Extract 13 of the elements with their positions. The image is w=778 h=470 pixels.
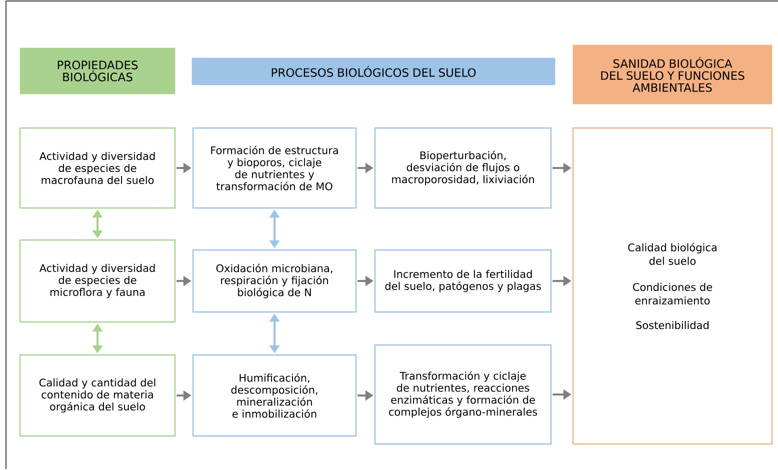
- process-box: Bioperturbación, desviación de flujos o macroporosidad, lixiviación: [374, 127, 552, 209]
- property-box: Calidad y cantidad del contenido de materia orgánica del suelo: [19, 354, 176, 437]
- header-band: PROPIEDADES BIOLÓGICAS: [20, 48, 176, 94]
- property-box: Actividad y diversidad de especies de macrofauna del suelo: [19, 127, 176, 209]
- process-box: Formación de estructura y bioporos, ciclaje de nutrientes y transformación de MO: [192, 127, 357, 209]
- header-band: PROCESOS BIOLÓGICOS DEL SUELO: [192, 58, 556, 86]
- process-box: Oxidación microbiana, respiración y fijación biológica de N: [192, 249, 357, 313]
- process-box: Transformación y ciclaje de nutrientes, reacciones enzimáticas y formación de complejos órgano-minerales: [374, 344, 552, 445]
- function-box: Calidad biológica del suelo Condiciones de enraizamiento Sostenibilidad: [572, 127, 773, 445]
- process-box: Humificación, descomposición, mineralización e inmobilización: [192, 354, 357, 437]
- header-band: SANIDAD BIOLÓGICA DEL SUELO Y FUNCIONES AMBIENTALES: [572, 44, 772, 104]
- property-box: Actividad y diversidad de especies de microflora y fauna: [19, 239, 176, 323]
- process-box: Incremento de la fertilidad del suelo, patógenos y plagas: [374, 249, 552, 313]
